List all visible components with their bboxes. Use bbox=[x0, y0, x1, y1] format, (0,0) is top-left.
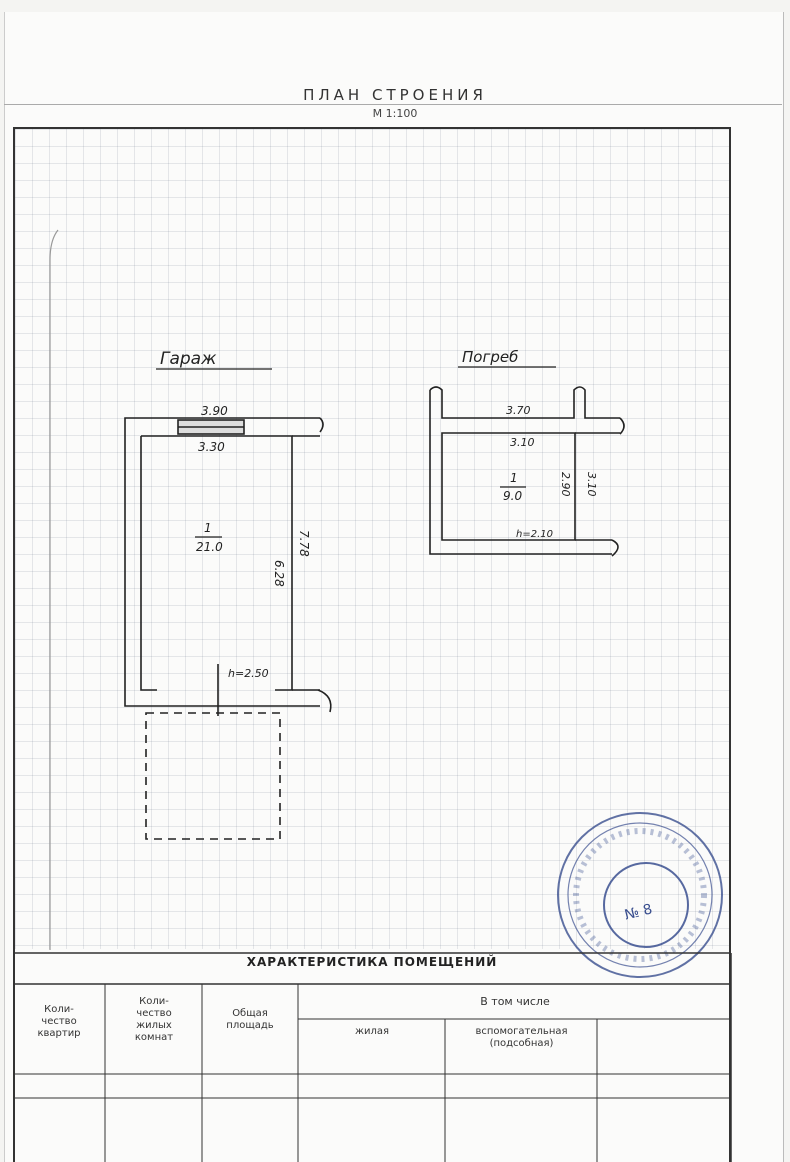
col-header-living: жилая bbox=[354, 1026, 390, 1037]
cellar-outer-wall-top bbox=[429, 386, 620, 419]
garage-dim-top-outer: 3.90 bbox=[201, 404, 228, 418]
garage-dim-top-inner: 3.30 bbox=[198, 440, 225, 454]
document-sheet bbox=[4, 12, 784, 1162]
characteristics-table-grid bbox=[13, 952, 732, 1162]
garage-break-top bbox=[319, 417, 324, 433]
stamp-outer-ring bbox=[557, 812, 723, 978]
cellar-outer-wall-left-bottom bbox=[429, 390, 612, 555]
cellar-dim-top-outer: 3.70 bbox=[506, 404, 531, 417]
table-title: ХАРАКТЕРИСТИКА ПОМЕЩЕНИЙ bbox=[246, 955, 498, 969]
garage-outer-wall bbox=[124, 417, 320, 707]
drawing-frame bbox=[13, 127, 731, 1162]
garage-label: Гараж bbox=[160, 349, 217, 369]
stamp-inner-ring bbox=[603, 862, 689, 948]
cellar-room-number: 1 bbox=[510, 471, 518, 485]
garage-dim-inner-height: 6.28 bbox=[272, 560, 286, 587]
header-divider bbox=[4, 104, 782, 105]
margin-line bbox=[49, 229, 59, 950]
col-header-total-area: Общая площадь bbox=[226, 1008, 274, 1031]
col-header-quantity-rooms: Коли- чество жилых комнат bbox=[134, 996, 174, 1043]
garage-inner-wall bbox=[140, 435, 293, 691]
cellar-ceiling-height: h=2.10 bbox=[516, 529, 553, 540]
cellar-dim-top-inner: 3.10 bbox=[510, 436, 535, 449]
official-stamp bbox=[557, 812, 723, 978]
garage-room-number: 1 bbox=[204, 521, 212, 535]
cellar-break-top bbox=[619, 417, 625, 435]
garage-dim-outer-height: 7.78 bbox=[297, 530, 311, 557]
cellar-dim-inner-height: 2.90 bbox=[559, 472, 572, 497]
cellar-plan bbox=[429, 386, 625, 557]
col-header-auxiliary: вспомогательная (подсобная) bbox=[475, 1026, 568, 1049]
cellar-dim-outer-height: 3.10 bbox=[585, 472, 598, 497]
stamp-middle-ring bbox=[567, 822, 713, 968]
col-header-quantity-apartments: Коли- чество квартир bbox=[37, 1004, 81, 1039]
garage-room-area: 21.0 bbox=[196, 540, 223, 554]
garage-dashed-extension bbox=[145, 712, 281, 840]
cellar-break-bottom bbox=[611, 539, 619, 557]
plan-title: ПЛАН СТРОЕНИЯ bbox=[303, 86, 487, 104]
cellar-room-area: 9.0 bbox=[503, 489, 522, 503]
garage-plan bbox=[124, 417, 332, 840]
col-header-including: В том числе bbox=[480, 995, 550, 1008]
graph-paper-grid bbox=[15, 129, 729, 949]
garage-break-bottom bbox=[317, 689, 332, 713]
stamp-number: № 8 bbox=[623, 901, 654, 923]
plan-scale: М 1:100 bbox=[372, 107, 418, 120]
cellar-label: Погреб bbox=[462, 348, 518, 366]
stamp-text-band bbox=[573, 828, 707, 962]
garage-ceiling-height: h=2.50 bbox=[228, 667, 269, 680]
